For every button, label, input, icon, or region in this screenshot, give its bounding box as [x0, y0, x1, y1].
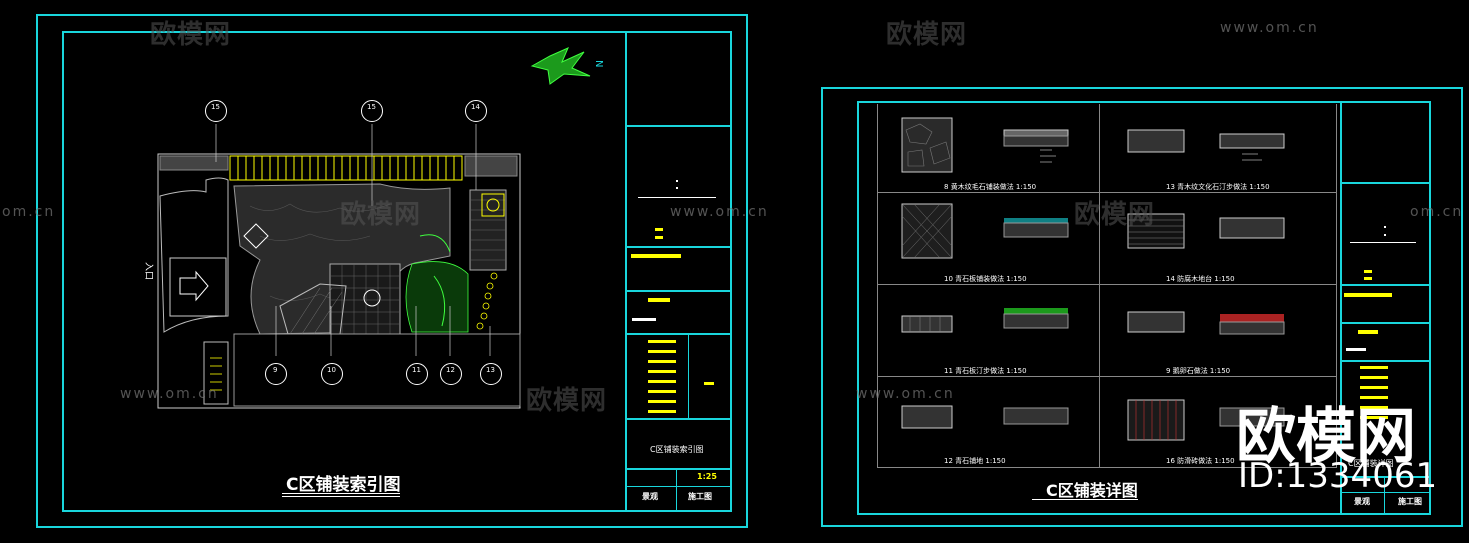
callout-bubble: 15 [205, 100, 227, 122]
detail-number: 13 [1166, 183, 1175, 191]
detail-text: 青石铺地 1:150 [955, 457, 1006, 465]
detail-number: 14 [1166, 275, 1175, 283]
callout-bubble: 9 [265, 363, 287, 385]
left-title-block-sheet-name: C区铺装索引图 [650, 445, 704, 454]
detail-text: 青木纹文化石汀步做法 1:150 [1177, 183, 1270, 191]
detail-caption: 14 防腐木地台 1:150 [1166, 274, 1235, 284]
detail-caption: 11 青石板汀步做法 1:150 [944, 366, 1027, 376]
detail-caption: 8 黄木纹毛石铺装做法 1:150 [944, 182, 1036, 192]
right-title-underline [1032, 499, 1138, 500]
left-title-block-stage: 施工图 [688, 492, 712, 501]
detail-number: 12 [944, 457, 953, 465]
callout-bubble: 10 [321, 363, 343, 385]
north-arrow-icon: N [530, 47, 604, 85]
left-sheet-outer-border [36, 14, 748, 528]
detail-number: 16 [1166, 457, 1175, 465]
detail-text: 青石板汀步做法 1:150 [955, 367, 1027, 375]
left-sheet-title: C区铺装索引图 [286, 475, 401, 495]
details-grid [877, 104, 1337, 468]
detail-text: 青石板铺装做法 1:150 [955, 275, 1027, 283]
watermark-url: www.om.cn [1220, 20, 1319, 36]
detail-text: 防腐木地台 1:150 [1177, 275, 1235, 283]
watermark-brand: 欧模网 [886, 20, 968, 50]
detail-text: 黄木纹毛石铺装做法 1:150 [950, 183, 1037, 191]
callout-bubble: 11 [406, 363, 428, 385]
watermark-brand: 欧模网 [340, 200, 422, 230]
watermark-id: ID:1334061 [1238, 456, 1438, 496]
paving-details-drawing [901, 117, 1285, 441]
watermark-url: www.om.cn [670, 204, 769, 220]
detail-text: 鹅卵石做法 1:150 [1172, 367, 1231, 375]
detail-number: 9 [1166, 367, 1171, 375]
right-sheet-outer-border [821, 87, 1463, 527]
watermark-url: om.cn [2, 204, 56, 220]
entrance-label: 入口 [143, 262, 153, 281]
left-title-underline [282, 493, 400, 494]
left-title-block-discipline: 景观 [642, 492, 658, 501]
watermark-url: www.om.cn [120, 386, 219, 402]
north-label: N [593, 60, 604, 67]
right-title-block-stage: 施工图 [1398, 497, 1422, 506]
index-plan-drawing [157, 124, 521, 409]
detail-caption: 13 青木纹文化石汀步做法 1:150 [1166, 182, 1270, 192]
right-title-block-sheet-name: C区铺装详图 [1348, 459, 1394, 468]
detail-number: 10 [944, 275, 953, 283]
watermark-url: om.cn [1410, 204, 1464, 220]
right-title-table [1360, 366, 1390, 466]
right-sheet-title: C区铺装详图 [1046, 481, 1138, 500]
watermark-brand: 欧模网 [1074, 200, 1156, 230]
watermark-brand-large: 欧模网 [1236, 402, 1416, 472]
callout-bubble: 13 [480, 363, 502, 385]
detail-number: 11 [944, 367, 953, 375]
detail-caption: 9 鹅卵石做法 1:150 [1166, 366, 1230, 376]
detail-text: 防滑砖做法 1:150 [1177, 457, 1235, 465]
detail-caption: 12 青石铺地 1:150 [944, 456, 1006, 466]
detail-caption: 10 青石板铺装做法 1:150 [944, 274, 1027, 284]
detail-caption: 16 防滑砖做法 1:150 [1166, 456, 1235, 466]
callout-bubble: 12 [440, 363, 462, 385]
left-title-block-scale: 1:25 [697, 472, 717, 481]
right-title-block [1340, 101, 1431, 515]
left-title-table [648, 338, 688, 414]
watermark-url: www.om.cn [856, 386, 955, 402]
right-title-block-discipline: 景观 [1354, 497, 1370, 506]
detail-number: 8 [944, 183, 949, 191]
left-title-block [625, 31, 732, 512]
callout-bubble: 15 [361, 100, 383, 122]
callout-bubble: 14 [465, 100, 487, 122]
watermark-brand: 欧模网 [150, 20, 232, 50]
watermark-brand: 欧模网 [526, 386, 608, 416]
